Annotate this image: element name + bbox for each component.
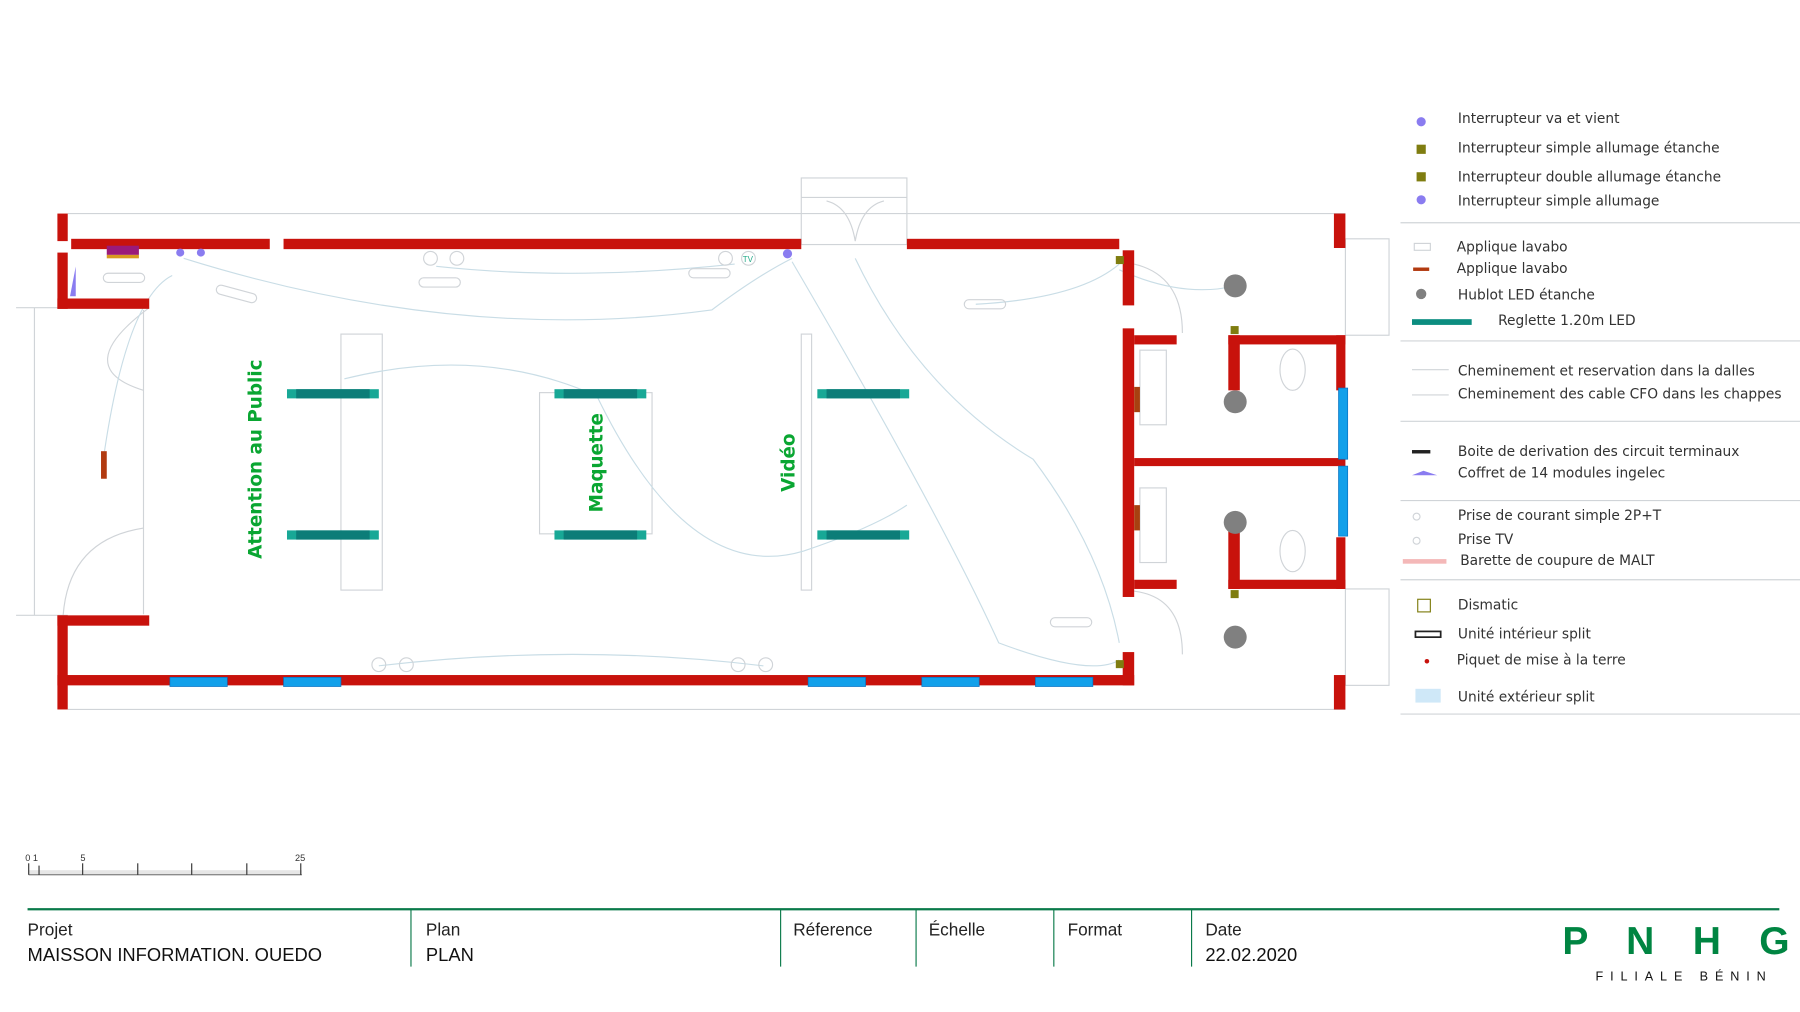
legend-dividers xyxy=(1400,222,1800,715)
legend-item: Interrupteur double allumage étanche xyxy=(1458,169,1721,185)
outlet-icon xyxy=(1412,512,1421,521)
waterproof-single-switch-icon xyxy=(1416,144,1426,154)
reference-label: Réference xyxy=(793,920,872,940)
waterproof-double-switch-icon xyxy=(1416,172,1426,182)
legend-item: Applique lavabo xyxy=(1457,239,1568,255)
split-outdoor-unit-icon xyxy=(1415,688,1441,703)
legend-item: Interrupteur simple allumage xyxy=(1458,194,1660,210)
zone-label-attention: Attention au Public xyxy=(246,360,267,559)
format-label: Format xyxy=(1068,920,1123,940)
earth-rod-icon xyxy=(1424,658,1430,664)
misc-equipment xyxy=(70,245,1140,628)
plan-value: PLAN xyxy=(426,944,474,965)
split-indoor-unit-icon xyxy=(1414,630,1442,639)
led-strip-icon xyxy=(1411,319,1472,325)
zone-label-maquette: Maquette xyxy=(587,413,608,512)
zone-label-video: Vidéo xyxy=(778,433,799,491)
led-strips xyxy=(286,389,910,540)
legend-item: Cheminement des cable CFO dans les chapp… xyxy=(1458,386,1782,402)
dismatic-icon xyxy=(1417,598,1431,613)
svg-text:P N H G: P N H G xyxy=(1562,920,1800,963)
porthole-lights xyxy=(1223,274,1247,649)
legend: Interrupteur va et vient Interrupteur si… xyxy=(1400,111,1800,715)
legend-item: Barette de coupure de MALT xyxy=(1460,553,1655,569)
legend-item: Cheminement et reservation dans la dalle… xyxy=(1458,363,1755,379)
led-strip xyxy=(286,530,379,540)
wiring-routes xyxy=(102,257,1236,667)
building-outline xyxy=(16,177,1390,711)
project-label: Projet xyxy=(28,920,73,940)
legend-item: Prise de courant simple 2P+T xyxy=(1458,508,1662,524)
title-block: Projet MAISSON INFORMATION. OUEDO Plan P… xyxy=(28,908,1780,967)
company-logo: P N H G FILIALE BÉNIN xyxy=(1562,920,1800,983)
tv-outlet-icon xyxy=(1412,536,1421,545)
legend-item: Unité extérieur split xyxy=(1458,689,1595,705)
led-strip xyxy=(554,389,647,399)
led-strip xyxy=(286,389,379,399)
legend-item: Boite de derivation des circuit terminau… xyxy=(1458,444,1739,460)
outlets: TV xyxy=(371,250,774,673)
junction-box-icon xyxy=(1411,450,1431,454)
legend-item: Hublot LED étanche xyxy=(1458,288,1595,304)
date-value: 22.02.2020 xyxy=(1205,944,1297,965)
led-strip xyxy=(817,389,910,399)
waterproof-led-porthole-icon xyxy=(1416,288,1427,300)
legend-item: Unité intérieur split xyxy=(1458,626,1592,642)
legend-item: Coffret de 14 modules ingelec xyxy=(1458,466,1665,482)
legend-item: Reglette 1.20m LED xyxy=(1498,313,1636,329)
scale-bar: 0 1 5 25 xyxy=(25,853,305,876)
svg-text:0 1: 0 1 xyxy=(25,853,38,863)
walls xyxy=(57,213,1346,710)
washbasin-wall-light-bar-icon xyxy=(1413,267,1430,271)
project-value: MAISSON INFORMATION. OUEDO xyxy=(28,944,322,965)
date-label: Date xyxy=(1205,920,1241,940)
windows xyxy=(169,387,1349,687)
legend-item: Prise TV xyxy=(1458,532,1514,548)
panel-box-icon xyxy=(1411,470,1438,476)
led-strip xyxy=(817,530,910,540)
legend-item: Interrupteur simple allumage étanche xyxy=(1458,141,1720,157)
svg-text:FILIALE BÉNIN: FILIALE BÉNIN xyxy=(1595,968,1772,983)
legend-item: Piquet de mise à la terre xyxy=(1457,653,1626,669)
legend-item: Applique lavabo xyxy=(1457,261,1568,277)
earth-bar-icon xyxy=(1402,559,1447,564)
tv-outlet-label: TV xyxy=(743,255,754,264)
led-strip xyxy=(554,530,647,540)
switches xyxy=(176,248,1239,669)
single-switch-icon xyxy=(1416,195,1426,205)
legend-item: Dismatic xyxy=(1458,598,1518,614)
legend-item: Interrupteur va et vient xyxy=(1458,111,1620,127)
two-way-switch-icon xyxy=(1416,117,1426,127)
svg-text:25: 25 xyxy=(295,853,305,863)
scale-label: Échelle xyxy=(929,920,985,940)
washbasin-wall-light-icon xyxy=(1413,242,1431,251)
plan-label: Plan xyxy=(426,920,460,940)
svg-text:5: 5 xyxy=(80,853,85,863)
